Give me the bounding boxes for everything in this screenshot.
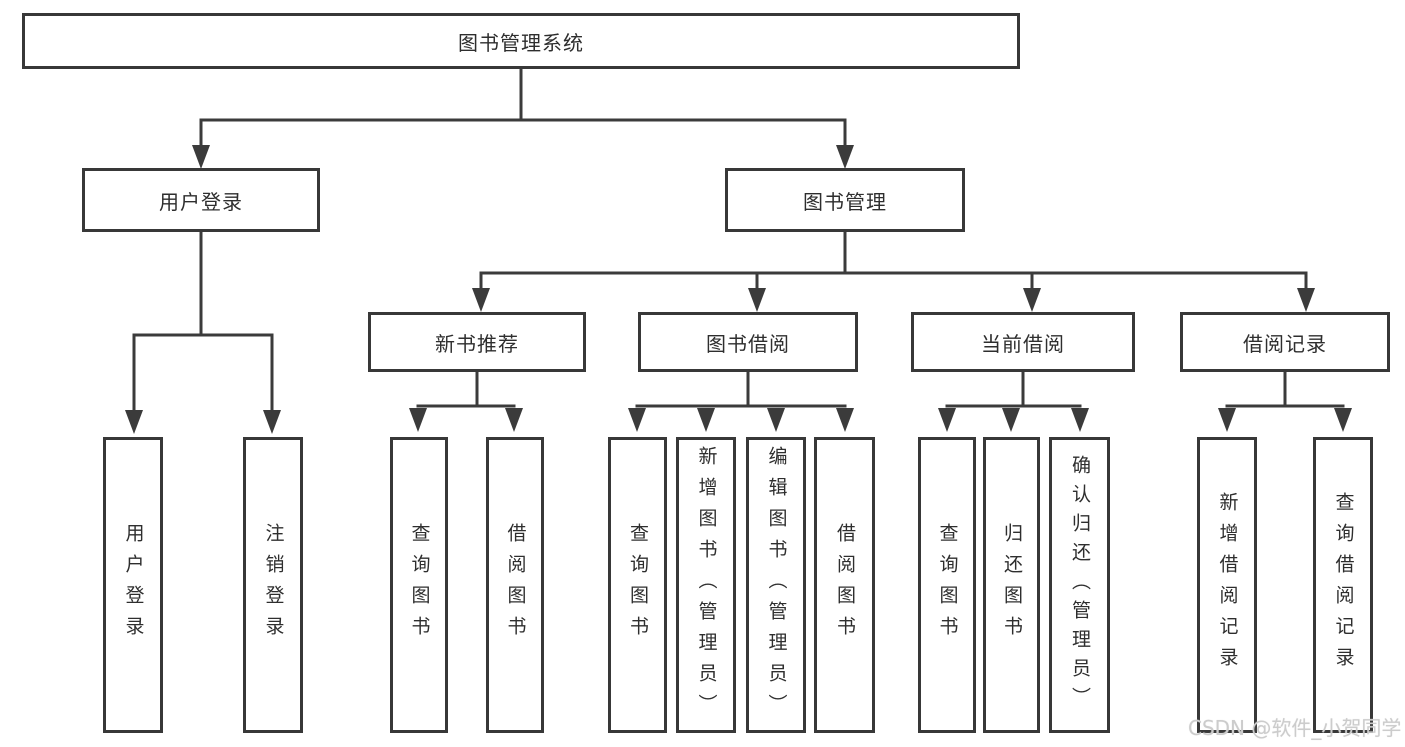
leaf-newbook-borrow-books-label: 借阅图书 [504,523,527,647]
node-book-borrowing-label: 图书借阅 [706,331,790,356]
leaf-records-add-record-label: 新增借阅记录 [1216,492,1239,678]
leaf-borrow-edit-books-admin-label: 编辑图书（管理员） [765,445,788,725]
leaf-newbook-query-books-label: 查询图书 [408,523,431,647]
leaf-logout-label: 注销登录 [262,523,285,647]
leaf-current-query-books: 查询图书 [918,437,976,733]
leaf-logout: 注销登录 [243,437,303,733]
leaf-current-confirm-return-admin-label: 确认归还（管理员） [1069,454,1091,716]
leaf-borrow-add-books-admin-label: 新增图书（管理员） [695,445,718,725]
leaf-borrow-add-books-admin: 新增图书（管理员） [676,437,736,733]
leaf-user-login: 用户登录 [103,437,163,733]
leaf-current-return-books-label: 归还图书 [1001,523,1023,647]
node-book-management: 图书管理 [725,168,965,232]
watermark: CSDN @软件_小贺同学 [1188,716,1402,740]
leaf-current-confirm-return-admin: 确认归还（管理员） [1049,437,1110,733]
leaf-borrow-edit-books-admin: 编辑图书（管理员） [746,437,806,733]
leaf-records-query-record-label: 查询借阅记录 [1332,492,1355,678]
leaf-newbook-borrow-books: 借阅图书 [486,437,544,733]
node-user-login: 用户登录 [82,168,320,232]
leaf-borrow-borrow-books: 借阅图书 [814,437,875,733]
node-new-book-recommendation-label: 新书推荐 [435,331,519,356]
leaf-borrow-query-books-label: 查询图书 [627,523,649,647]
leaf-current-query-books-label: 查询图书 [936,523,959,647]
leaf-records-query-record: 查询借阅记录 [1313,437,1373,733]
node-current-borrowing-label: 当前借阅 [981,331,1065,356]
node-book-borrowing: 图书借阅 [638,312,858,372]
leaf-user-login-label: 用户登录 [122,523,145,647]
node-book-management-label: 图书管理 [803,189,887,214]
node-system-root-label: 图书管理系统 [458,30,584,55]
leaf-records-add-record: 新增借阅记录 [1197,437,1257,733]
leaf-borrow-borrow-books-label: 借阅图书 [834,523,856,647]
node-current-borrowing: 当前借阅 [911,312,1135,372]
node-system-root: 图书管理系统 [22,13,1020,69]
node-borrowing-records: 借阅记录 [1180,312,1390,372]
leaf-newbook-query-books: 查询图书 [390,437,448,733]
leaf-current-return-books: 归还图书 [983,437,1040,733]
node-user-login-label: 用户登录 [159,189,243,214]
node-new-book-recommendation: 新书推荐 [368,312,586,372]
leaf-borrow-query-books: 查询图书 [608,437,667,733]
node-borrowing-records-label: 借阅记录 [1243,331,1327,356]
